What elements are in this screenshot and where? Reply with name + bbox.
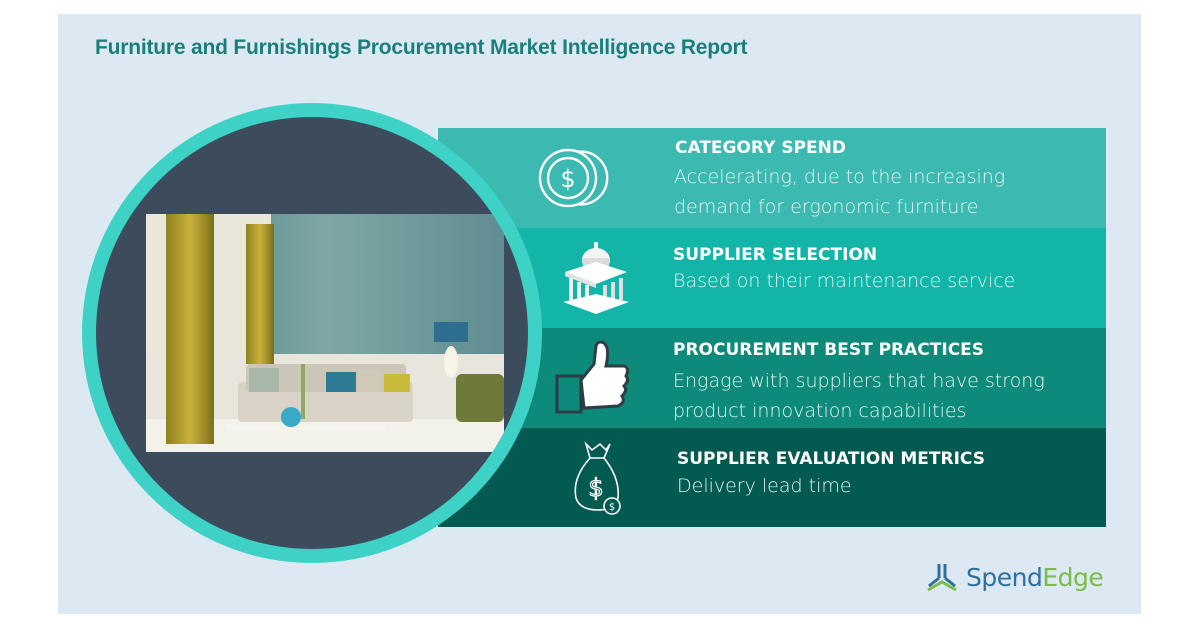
section-supplier-selection: SUPPLIER SELECTION Based on their mainte… — [438, 228, 1106, 328]
section-description-line: Accelerating, due to the increasing — [674, 166, 1006, 188]
photo-circle-ring — [82, 103, 542, 563]
svg-text:$: $ — [588, 474, 603, 502]
spendedge-wordmark: SpendEdge — [966, 562, 1104, 592]
spendedge-logo: SpendEdge — [926, 562, 1104, 592]
thumbs-up-icon — [554, 338, 634, 418]
photo-circle — [96, 117, 528, 549]
svg-text:$: $ — [609, 502, 615, 513]
section-heading: SUPPLIER EVALUATION METRICS — [677, 449, 985, 469]
section-description-line: demand for ergonomic furniture — [674, 196, 979, 218]
section-heading: PROCUREMENT BEST PRACTICES — [673, 340, 985, 360]
section-description-line: Based on their maintenance service — [673, 270, 1016, 292]
section-category-spend: $ CATEGORY SPEND Accelerating, due to th… — [438, 128, 1106, 228]
section-description-line: product innovation capabilities — [673, 400, 967, 422]
svg-text:$: $ — [560, 165, 575, 193]
section-procurement-best-practices: PROCUREMENT BEST PRACTICES Engage with s… — [438, 328, 1106, 428]
section-heading: CATEGORY SPEND — [675, 138, 846, 158]
coins-dollar-icon: $ — [536, 138, 616, 218]
spendedge-logo-icon — [927, 564, 957, 592]
page-title: Furniture and Furnishings Procurement Ma… — [95, 36, 748, 59]
money-bag-icon: $ $ — [558, 438, 638, 518]
living-room-photo — [146, 214, 504, 452]
section-description-line: Engage with suppliers that have strong — [673, 370, 1045, 392]
section-supplier-evaluation-metrics: $ $ SUPPLIER EVALUATION METRICS Delivery… — [438, 428, 1106, 527]
bank-building-icon — [556, 238, 636, 318]
section-heading: SUPPLIER SELECTION — [673, 245, 878, 265]
section-description-line: Delivery lead time — [677, 475, 852, 497]
infographic-panel: Furniture and Furnishings Procurement Ma… — [58, 14, 1141, 614]
